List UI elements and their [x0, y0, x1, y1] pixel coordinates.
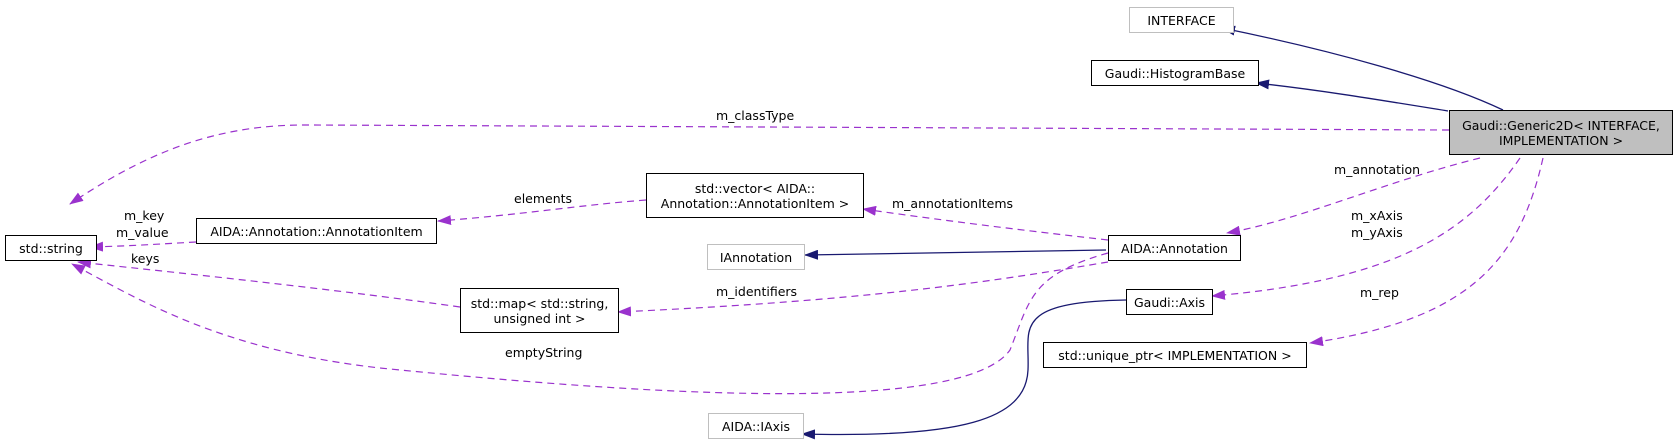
- edge-m-xAxis-m-yAxis: [1211, 157, 1521, 300]
- edge-m-identifiers: [617, 261, 1109, 317]
- node-vector[interactable]: std::vector< AIDA:: Annotation::Annotati…: [646, 173, 864, 218]
- node-annotation-item[interactable]: AIDA::Annotation::AnnotationItem: [196, 218, 437, 244]
- edge-elements: [437, 199, 647, 226]
- edge-label-m-xAxis: m_xAxis: [1351, 208, 1403, 223]
- edge-label-elements: elements: [514, 191, 573, 206]
- node-map[interactable]: std::map< std::string, unsigned int >: [460, 288, 619, 333]
- node-gaudi-axis[interactable]: Gaudi::Axis: [1126, 289, 1213, 315]
- node-annotation-item-label: AIDA::Annotation::AnnotationItem: [210, 223, 423, 239]
- edge-label-m-classType: m_classType: [716, 108, 795, 123]
- edge-label-m-identifiers: m_identifiers: [716, 284, 798, 299]
- node-vector-line2: Annotation::AnnotationItem >: [660, 195, 850, 211]
- edge-label-keys: keys: [131, 251, 160, 266]
- node-histogram-base-label: Gaudi::HistogramBase: [1104, 65, 1246, 81]
- node-iaxis-label: AIDA::IAxis: [721, 418, 791, 434]
- edge-keys: [77, 258, 461, 308]
- node-unique-ptr-label: std::unique_ptr< IMPLEMENTATION >: [1058, 347, 1292, 363]
- node-map-line2: unsigned int >: [493, 310, 586, 326]
- node-iannotation[interactable]: IAnnotation: [707, 244, 805, 270]
- edge-label-m-value: m_value: [116, 225, 169, 240]
- node-generic2d-line2: IMPLEMENTATION >: [1498, 132, 1624, 148]
- node-iannotation-label: IAnnotation: [719, 249, 793, 265]
- node-aida-annotation-label: AIDA::Annotation: [1121, 240, 1228, 256]
- edge-aida-annotation-to-iannotation: [804, 249, 1107, 260]
- node-aida-annotation[interactable]: AIDA::Annotation: [1108, 235, 1241, 261]
- node-iaxis[interactable]: AIDA::IAxis: [708, 413, 804, 439]
- edge-label-m-key: m_key: [124, 208, 165, 223]
- node-generic2d[interactable]: Gaudi::Generic2D< INTERFACE, IMPLEMENTAT…: [1449, 110, 1673, 155]
- edge-emptyString: [71, 252, 1109, 395]
- edge-label-emptyString: emptyString: [505, 345, 583, 360]
- node-histogram-base[interactable]: Gaudi::HistogramBase: [1091, 60, 1259, 86]
- edge-label-m-rep: m_rep: [1360, 285, 1399, 300]
- edge-label-m-annotationItems: m_annotationItems: [892, 196, 1014, 211]
- edge-m-rep: [1309, 157, 1544, 347]
- node-interface[interactable]: INTERFACE: [1129, 7, 1234, 33]
- edge-m-key-m-value: [89, 241, 197, 252]
- edge-m-classType: [69, 124, 1450, 205]
- node-std-string[interactable]: std::string: [5, 235, 97, 261]
- node-std-string-label: std::string: [19, 240, 83, 256]
- edge-generic2d-to-histogrambase: [1255, 79, 1449, 112]
- edge-generic2d-to-interface: [1221, 25, 1504, 111]
- node-unique-ptr[interactable]: std::unique_ptr< IMPLEMENTATION >: [1043, 342, 1307, 368]
- edge-label-m-yAxis: m_yAxis: [1351, 225, 1403, 240]
- node-interface-label: INTERFACE: [1147, 12, 1216, 28]
- edge-m-annotation: [1226, 157, 1481, 236]
- node-gaudi-axis-label: Gaudi::Axis: [1133, 294, 1206, 310]
- node-generic2d-line1: Gaudi::Generic2D< INTERFACE,: [1462, 117, 1660, 133]
- edge-m-annotationItems: [862, 205, 1109, 241]
- edge-gaudi-axis-to-iaxis: [801, 299, 1127, 440]
- node-vector-line1: std::vector< AIDA::: [694, 180, 816, 196]
- edge-label-m-annotation: m_annotation: [1334, 162, 1421, 177]
- node-map-line1: std::map< std::string,: [470, 295, 609, 311]
